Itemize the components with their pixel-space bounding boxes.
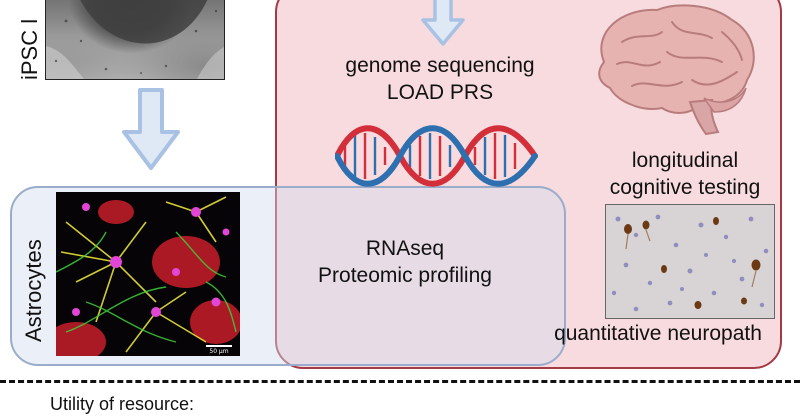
neuropath-texture <box>611 214 769 312</box>
neuropathology-image <box>605 204 775 319</box>
dashed-divider <box>0 380 800 383</box>
down-arrow-icon <box>421 0 465 46</box>
proteomic-profiling-label: Proteomic profiling <box>318 264 492 287</box>
load-prs-label: LOAD PRS <box>386 81 494 104</box>
brain-icon <box>598 4 755 136</box>
genome-sequencing-label: genome sequencing <box>345 54 535 77</box>
longitudinal-label: longitudinal <box>631 149 739 172</box>
rnaseq-proteomics-text: RNAseq Proteomic profiling <box>290 235 520 289</box>
scale-bar-label: 50 µm <box>209 348 228 355</box>
quantitative-neuropath-text: quantitative neuropath <box>554 322 762 345</box>
rnaseq-label: RNAseq <box>365 237 445 260</box>
genome-sequencing-text: genome sequencing LOAD PRS <box>320 52 560 106</box>
astrocytes-label: Astrocytes <box>21 239 46 342</box>
ipsc-label: iPSC l <box>17 18 42 80</box>
astrocyte-fluorescence: 50 µm <box>56 192 240 356</box>
longitudinal-testing-text: longitudinal cognitive testing <box>585 147 785 201</box>
astrocyte-culture-image: 50 µm <box>56 192 240 356</box>
ipsc-colony-image <box>45 0 225 80</box>
cognitive-testing-label: cognitive testing <box>609 176 761 199</box>
utility-of-resource-heading: Utility of resource: <box>50 394 195 414</box>
down-arrow-icon <box>122 88 180 170</box>
ipsc-texture <box>46 0 224 79</box>
dna-helix-icon <box>335 125 538 187</box>
